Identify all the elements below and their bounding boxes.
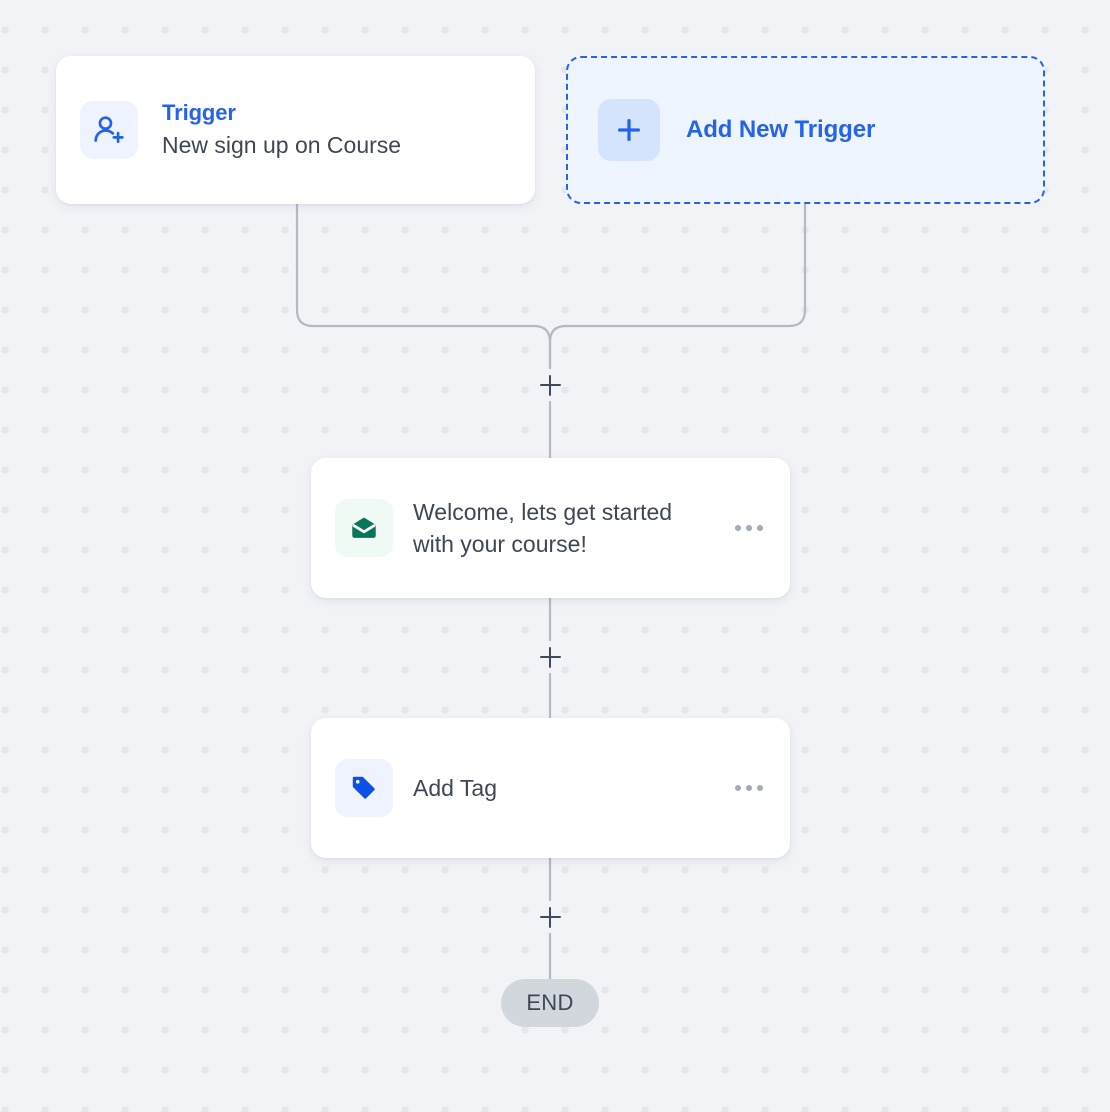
- step-node-email[interactable]: Welcome, lets get started with your cour…: [311, 458, 790, 598]
- add-step-after-email-button[interactable]: [533, 640, 567, 674]
- end-node: END: [501, 979, 599, 1027]
- end-node-label: END: [526, 990, 574, 1015]
- trigger-title: Trigger: [162, 100, 236, 126]
- add-new-trigger-button[interactable]: Add New Trigger: [566, 56, 1045, 204]
- step-more-options-add-tag[interactable]: [732, 771, 766, 805]
- trigger-text: Trigger New sign up on Course: [162, 99, 511, 161]
- step-more-options-email[interactable]: [732, 511, 766, 545]
- trigger-subtitle: New sign up on Course: [162, 131, 402, 158]
- tag-icon: [335, 759, 393, 817]
- add-step-after-trigger-button[interactable]: [533, 368, 567, 402]
- trigger-node[interactable]: Trigger New sign up on Course: [56, 56, 535, 204]
- plus-icon: [598, 99, 660, 161]
- step-node-add-tag[interactable]: Add Tag: [311, 718, 790, 858]
- add-new-trigger-label: Add New Trigger: [686, 116, 876, 143]
- step-label-add-tag: Add Tag: [413, 774, 497, 801]
- envelope-icon: [335, 499, 393, 557]
- user-plus-icon: [80, 101, 138, 159]
- add-step-after-tag-button[interactable]: [533, 900, 567, 934]
- step-label-email: Welcome, lets get started with your cour…: [413, 498, 673, 557]
